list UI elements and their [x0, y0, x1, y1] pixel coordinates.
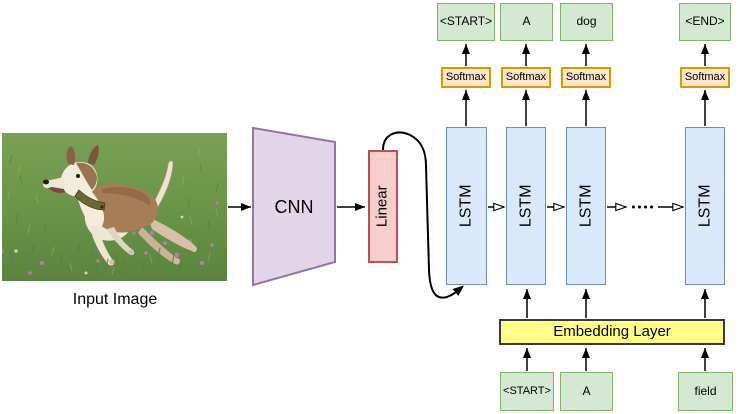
input-token-start: <START>: [500, 372, 554, 411]
dog-figure: [43, 145, 197, 266]
softmax-box-1: Softmax: [441, 67, 491, 88]
lstm-label: LSTM: [696, 184, 714, 228]
dog-photo-illustration: [0, 133, 227, 281]
softmax-box-2: Softmax: [501, 67, 551, 88]
lstm-label: LSTM: [517, 184, 535, 228]
arrow-linear-to-lstm1-head: [452, 285, 464, 296]
output-token-end: <END>: [679, 3, 731, 41]
softmax-box-4: Softmax: [680, 67, 730, 88]
lstm-label: LSTM: [457, 184, 475, 228]
lstm-cell-3: LSTM: [566, 127, 606, 285]
output-token-a: A: [500, 3, 553, 41]
linear-block: Linear: [368, 150, 398, 263]
input-token-field: field: [678, 372, 733, 411]
output-token-dog: dog: [560, 3, 613, 41]
softmax-box-3: Softmax: [561, 67, 611, 88]
embedding-layer: Embedding Layer: [499, 319, 725, 345]
input-image-label: Input Image: [72, 291, 158, 308]
input-image-photo: [0, 133, 227, 281]
lstm-label: LSTM: [577, 184, 595, 228]
ellipsis-dots: [632, 205, 653, 209]
lstm-cell-1: LSTM: [446, 127, 487, 285]
cnn-block-label: CNN: [274, 196, 314, 217]
linear-label: Linear: [373, 185, 391, 228]
lstm-cell-4: LSTM: [685, 127, 725, 285]
input-token-a: A: [560, 372, 613, 411]
lstm-cell-2: LSTM: [506, 127, 546, 285]
output-token-start: <START>: [437, 3, 495, 41]
